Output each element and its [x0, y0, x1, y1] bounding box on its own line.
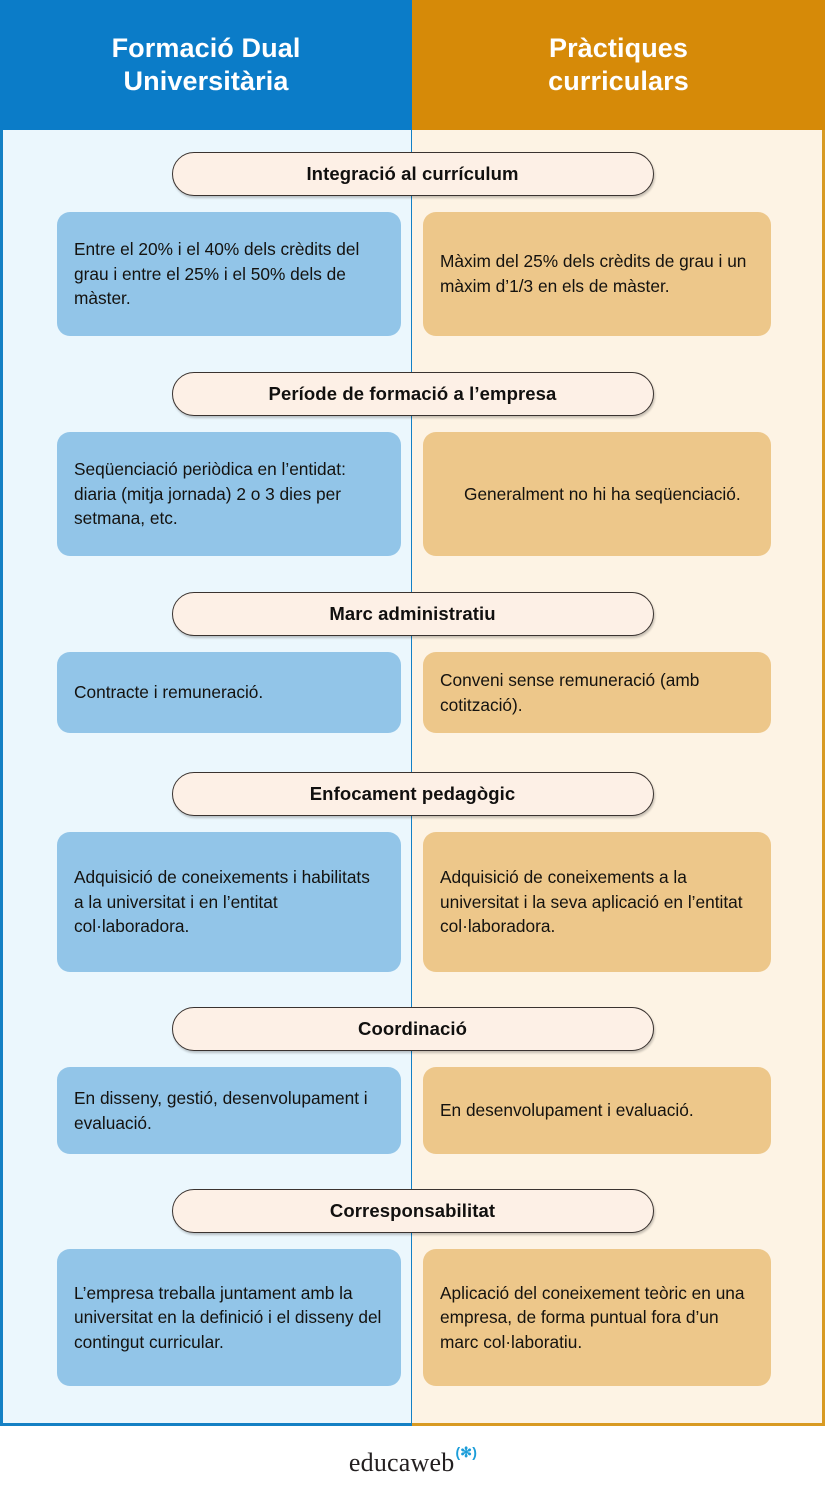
- content-text-right: Aplicació del coneixement teòric en una …: [440, 1282, 745, 1352]
- row-boxes: Contracte i remuneració. Conveni sense r…: [0, 652, 825, 733]
- row-boxes: En disseny, gestió, desenvolupament i ev…: [0, 1067, 825, 1154]
- comparison-rows: Integració al currículum Entre el 20% i …: [0, 130, 825, 1426]
- content-text-left: Contracte i remuneració.: [74, 682, 264, 703]
- row-heading: Coordinació: [0, 1007, 825, 1051]
- row-cell-right: Aplicació del coneixement teòric en una …: [412, 1249, 825, 1386]
- row-heading: Enfocament pedagògic: [0, 772, 825, 816]
- content-text-right: En desenvolupament i evaluació.: [440, 1100, 694, 1121]
- content-box-right: En desenvolupament i evaluació.: [423, 1067, 771, 1154]
- content-box-left: Contracte i remuneració.: [57, 652, 401, 733]
- row-boxes: Entre el 20% i el 40% dels crèdits del g…: [0, 212, 825, 336]
- content-box-left: L’empresa treballa juntament amb la univ…: [57, 1249, 401, 1386]
- row-heading: Marc administratiu: [0, 592, 825, 636]
- row-cell-left: L’empresa treballa juntament amb la univ…: [0, 1249, 412, 1386]
- row-heading: Període de formació a l’empresa: [0, 372, 825, 416]
- comparison-row: Corresponsabilitat L’empresa treballa ju…: [0, 1154, 825, 1386]
- header-column-right: Pràctiques curriculars: [412, 0, 825, 130]
- comparison-row: Enfocament pedagògic Adquisició de conei…: [0, 733, 825, 972]
- content-text-right: Conveni sense remuneració (amb cotitzaci…: [440, 669, 700, 715]
- row-heading-pill: Corresponsabilitat: [171, 1189, 654, 1233]
- content-text-right: Màxim del 25% dels crèdits de grau i un …: [440, 251, 747, 296]
- row-boxes: Seqüenciació periòdica en l’entidat: dia…: [0, 432, 825, 556]
- content-box-left: Entre el 20% i el 40% dels crèdits del g…: [57, 212, 401, 336]
- header: Formació Dual Universitària Pràctiques c…: [0, 0, 825, 130]
- content-box-left: Seqüenciació periòdica en l’entidat: dia…: [57, 432, 401, 556]
- comparison-row: Període de formació a l’empresa Seqüenci…: [0, 336, 825, 556]
- row-boxes: L’empresa treballa juntament amb la univ…: [0, 1249, 825, 1386]
- content-text-left: Adquisició de coneixements i habilitats …: [74, 867, 370, 937]
- row-heading-pill: Coordinació: [171, 1007, 654, 1051]
- content-box-left: Adquisició de coneixements i habilitats …: [57, 832, 401, 972]
- footer: educaweb(✻): [0, 1426, 825, 1500]
- comparison-row: Integració al currículum Entre el 20% i …: [0, 130, 825, 336]
- logo-wordmark: educaweb: [348, 1448, 455, 1477]
- row-cell-right: Conveni sense remuneració (amb cotitzaci…: [412, 652, 825, 733]
- content-box-right: Adquisició de coneixements a la universi…: [423, 832, 771, 972]
- row-cell-left: Seqüenciació periòdica en l’entidat: dia…: [0, 432, 412, 556]
- row-heading: Integració al currículum: [0, 152, 825, 196]
- content-box-right: Conveni sense remuneració (amb cotitzaci…: [423, 652, 771, 733]
- content-box-right: Aplicació del coneixement teòric en una …: [423, 1249, 771, 1386]
- educaweb-logo: educaweb(✻): [348, 1444, 477, 1478]
- row-cell-left: Adquisició de coneixements i habilitats …: [0, 832, 412, 972]
- row-boxes: Adquisició de coneixements i habilitats …: [0, 832, 825, 972]
- content-box-right: Màxim del 25% dels crèdits de grau i un …: [423, 212, 771, 336]
- row-cell-right: Màxim del 25% dels crèdits de grau i un …: [412, 212, 825, 336]
- row-heading-pill: Marc administratiu: [171, 592, 654, 636]
- content-text-left: Seqüenciació periòdica en l’entidat: dia…: [74, 459, 346, 529]
- row-heading-pill: Integració al currículum: [171, 152, 654, 196]
- row-heading-pill: Enfocament pedagògic: [171, 772, 654, 816]
- content-text-left: L’empresa treballa juntament amb la univ…: [74, 1282, 382, 1352]
- row-cell-left: Entre el 20% i el 40% dels crèdits del g…: [0, 212, 412, 336]
- comparison-row: Coordinació En disseny, gestió, desenvol…: [0, 972, 825, 1154]
- content-box-left: En disseny, gestió, desenvolupament i ev…: [57, 1067, 401, 1154]
- comparison-row: Marc administratiu Contracte i remunerac…: [0, 556, 825, 733]
- content-text-left: Entre el 20% i el 40% dels crèdits del g…: [74, 239, 360, 309]
- row-cell-left: Contracte i remuneració.: [0, 652, 412, 733]
- asterisk-icon: (✻): [455, 1444, 478, 1460]
- comparison-panel: Integració al currículum Entre el 20% i …: [0, 130, 825, 1426]
- content-text-left: En disseny, gestió, desenvolupament i ev…: [74, 1087, 368, 1133]
- row-cell-right: Generalment no hi ha seqüenciació.: [412, 432, 825, 556]
- row-cell-left: En disseny, gestió, desenvolupament i ev…: [0, 1067, 412, 1154]
- row-cell-right: Adquisició de coneixements a la universi…: [412, 832, 825, 972]
- row-cell-right: En desenvolupament i evaluació.: [412, 1067, 825, 1154]
- header-title-right: Pràctiques curriculars: [548, 33, 689, 96]
- row-heading: Corresponsabilitat: [0, 1189, 825, 1233]
- header-title-left: Formació Dual Universitària: [111, 33, 301, 96]
- content-text-right: Adquisició de coneixements a la universi…: [440, 867, 743, 937]
- row-heading-pill: Període de formació a l’empresa: [171, 372, 654, 416]
- header-column-left: Formació Dual Universitària: [0, 0, 412, 130]
- content-box-right: Generalment no hi ha seqüenciació.: [423, 432, 771, 556]
- content-text-right: Generalment no hi ha seqüenciació.: [464, 483, 741, 504]
